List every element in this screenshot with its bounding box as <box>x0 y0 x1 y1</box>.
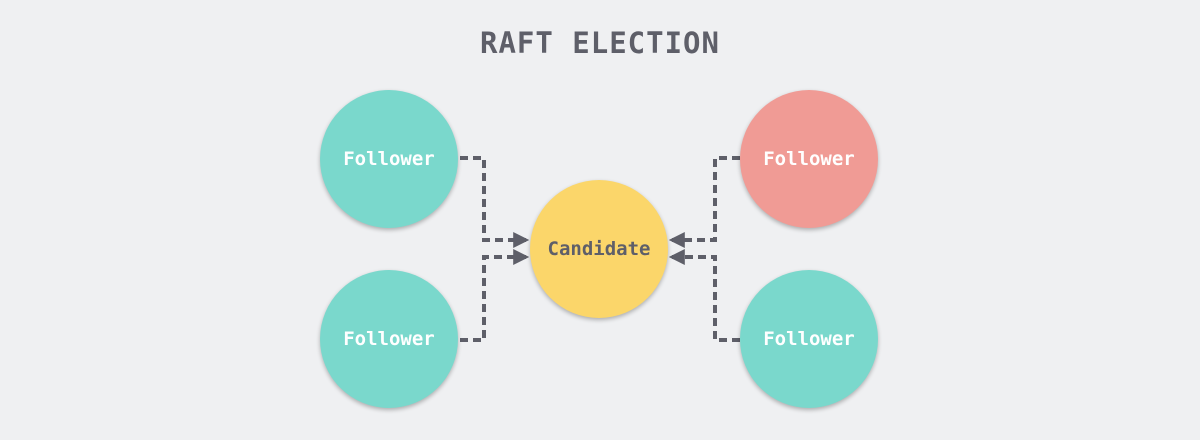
follower-label: Follower <box>343 328 435 350</box>
follower-label: Follower <box>343 148 435 170</box>
connector-bottom-right-to-candidate <box>668 249 740 342</box>
follower-node-top-left: Follower <box>320 90 458 228</box>
connector-bottom-left-to-candidate <box>460 249 530 342</box>
follower-node-bottom-left: Follower <box>320 270 458 408</box>
diagram-title: RAFT ELECTION <box>480 26 720 60</box>
connector-top-right-to-candidate <box>668 156 740 248</box>
connector-top-left-to-candidate <box>460 156 530 248</box>
follower-node-bottom-right: Follower <box>740 270 878 408</box>
follower-label: Follower <box>763 328 855 350</box>
candidate-label: Candidate <box>547 238 651 260</box>
follower-label: Follower <box>763 148 855 170</box>
candidate-node: Candidate <box>530 180 668 318</box>
follower-node-top-right: Follower <box>740 90 878 228</box>
